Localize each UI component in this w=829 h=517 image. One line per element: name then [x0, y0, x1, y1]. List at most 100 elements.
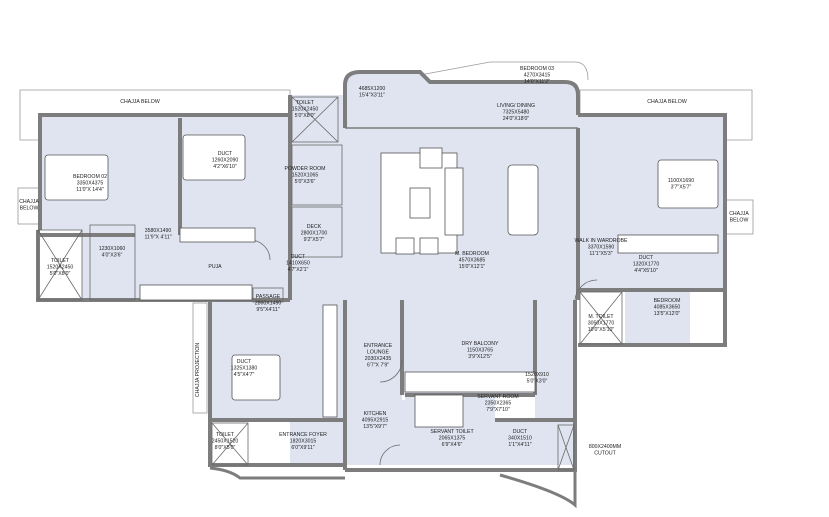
room-label-line: TOILET — [216, 432, 235, 438]
chair-left — [395, 237, 415, 255]
room-label-line: 1'1"X4'11" — [508, 442, 531, 448]
room-label-line: LOUNGE — [367, 350, 389, 356]
room-label-line: 4685X1200 — [359, 86, 386, 92]
room-label-line: CHAJJA PROJECTION — [195, 343, 201, 397]
room-label-line: 800X2400MM — [589, 444, 621, 450]
room-label-line: 5'0"X3'0" — [527, 379, 548, 385]
room-label-line: 4'4"X5'10" — [634, 268, 658, 274]
room-label-line: 340X1510 — [508, 436, 532, 442]
room-label-line: DECK — [307, 224, 322, 230]
room-label-line: 1230X1060 — [99, 246, 126, 252]
room-label-line: DRY BALCONY — [462, 341, 500, 347]
coffee-table — [409, 187, 431, 219]
room-label-line: SERVANT ROOM — [477, 394, 519, 400]
master-toilet — [625, 290, 690, 345]
room-label-line: 4'5"X4'7" — [234, 372, 255, 378]
room-label-line: 15'4"X3'11" — [359, 93, 385, 99]
room-label-line: DUCT — [291, 254, 306, 260]
room-label-line: 1260X2090 — [212, 158, 239, 164]
entrance-lounge — [345, 400, 405, 465]
room-label-line: 3'9"X12'5" — [468, 354, 492, 360]
room-label-line: 11'9"X 4'11" — [144, 235, 171, 241]
room-label: CHAJJA BELOW — [647, 99, 687, 105]
room-label: CHAJJA BELOW — [120, 99, 160, 105]
room-label-line: 4270X3415 — [524, 73, 551, 79]
room-label-line: 4570X3685 — [459, 258, 486, 264]
room-label-line: ENTRANCE FOYER — [279, 432, 327, 438]
room-label-line: 1520X910 — [525, 372, 549, 378]
room-label-line: DUCT — [237, 359, 252, 365]
room-label-line: DUCT — [513, 429, 528, 435]
room-label-line: 2030X2435 — [365, 356, 392, 362]
room-label-line: TOILET — [51, 258, 70, 264]
room-label-line: DUCT — [639, 255, 654, 261]
room-label-line: CHAJJA — [729, 211, 749, 217]
room-label-line: 4'2"X6'10" — [213, 164, 237, 170]
armchair — [419, 147, 443, 169]
bed-lower — [231, 354, 281, 401]
room-label-line: BEDROOM — [654, 298, 681, 304]
room-label-line: 2450X1520 — [212, 439, 239, 445]
room-label-line: 10'0"X5'10" — [588, 327, 615, 333]
walk-in-wardrobe — [617, 234, 719, 254]
room-label-line: 1320X1770 — [633, 262, 660, 268]
furniture — [44, 134, 719, 428]
room-label-line: 3370X1590 — [588, 245, 615, 251]
room-label-line: 2350X2365 — [485, 401, 512, 407]
room-label-line: 2860X1490 — [255, 301, 282, 307]
room-label-line: 7'9"X7'10" — [486, 407, 510, 413]
room-label-line: 1520X1065 — [292, 173, 319, 179]
room-label-line: KITCHEN — [364, 411, 387, 417]
room-label-line: 9'5"X4'11" — [256, 307, 279, 313]
bed-master — [657, 159, 719, 209]
room-label-line: POWDER ROOM — [285, 166, 326, 172]
room-label-line: 3050X1770 — [588, 321, 615, 327]
room-label-line: 7325X5480 — [503, 110, 530, 116]
room-label-line: BELOW — [730, 218, 749, 224]
center-toilets — [290, 95, 345, 300]
room-label-line: 5'0"X8'0" — [295, 113, 316, 119]
bed-bedroom-03 — [44, 154, 109, 201]
room-label-line: 6'0"X9'11" — [291, 445, 314, 451]
room-label-line: 8'0"X5'0" — [215, 445, 236, 451]
room-label-line: 5'0"X8'0" — [50, 271, 71, 277]
room-label-line: M. BEDROOM — [455, 251, 489, 257]
room-label-line: BEDROOM 03 — [520, 66, 554, 72]
room-label: CHAJJA PROJECTION — [195, 343, 201, 397]
servant-toilet — [495, 420, 575, 465]
room-label-line: 13'5"X9'7" — [363, 424, 387, 430]
room-label-line: CHAJJA BELOW — [647, 99, 687, 105]
room-label-line: 9'2"X5'7" — [304, 237, 325, 243]
room-label-line: 3350X4375 — [77, 181, 104, 187]
room-label-line: LIVING/ DINING — [497, 103, 535, 109]
room-label-line: 4'0"X3'6" — [102, 253, 123, 259]
wardrobe-passage — [139, 284, 253, 301]
room-label-line: BELOW — [20, 206, 39, 212]
